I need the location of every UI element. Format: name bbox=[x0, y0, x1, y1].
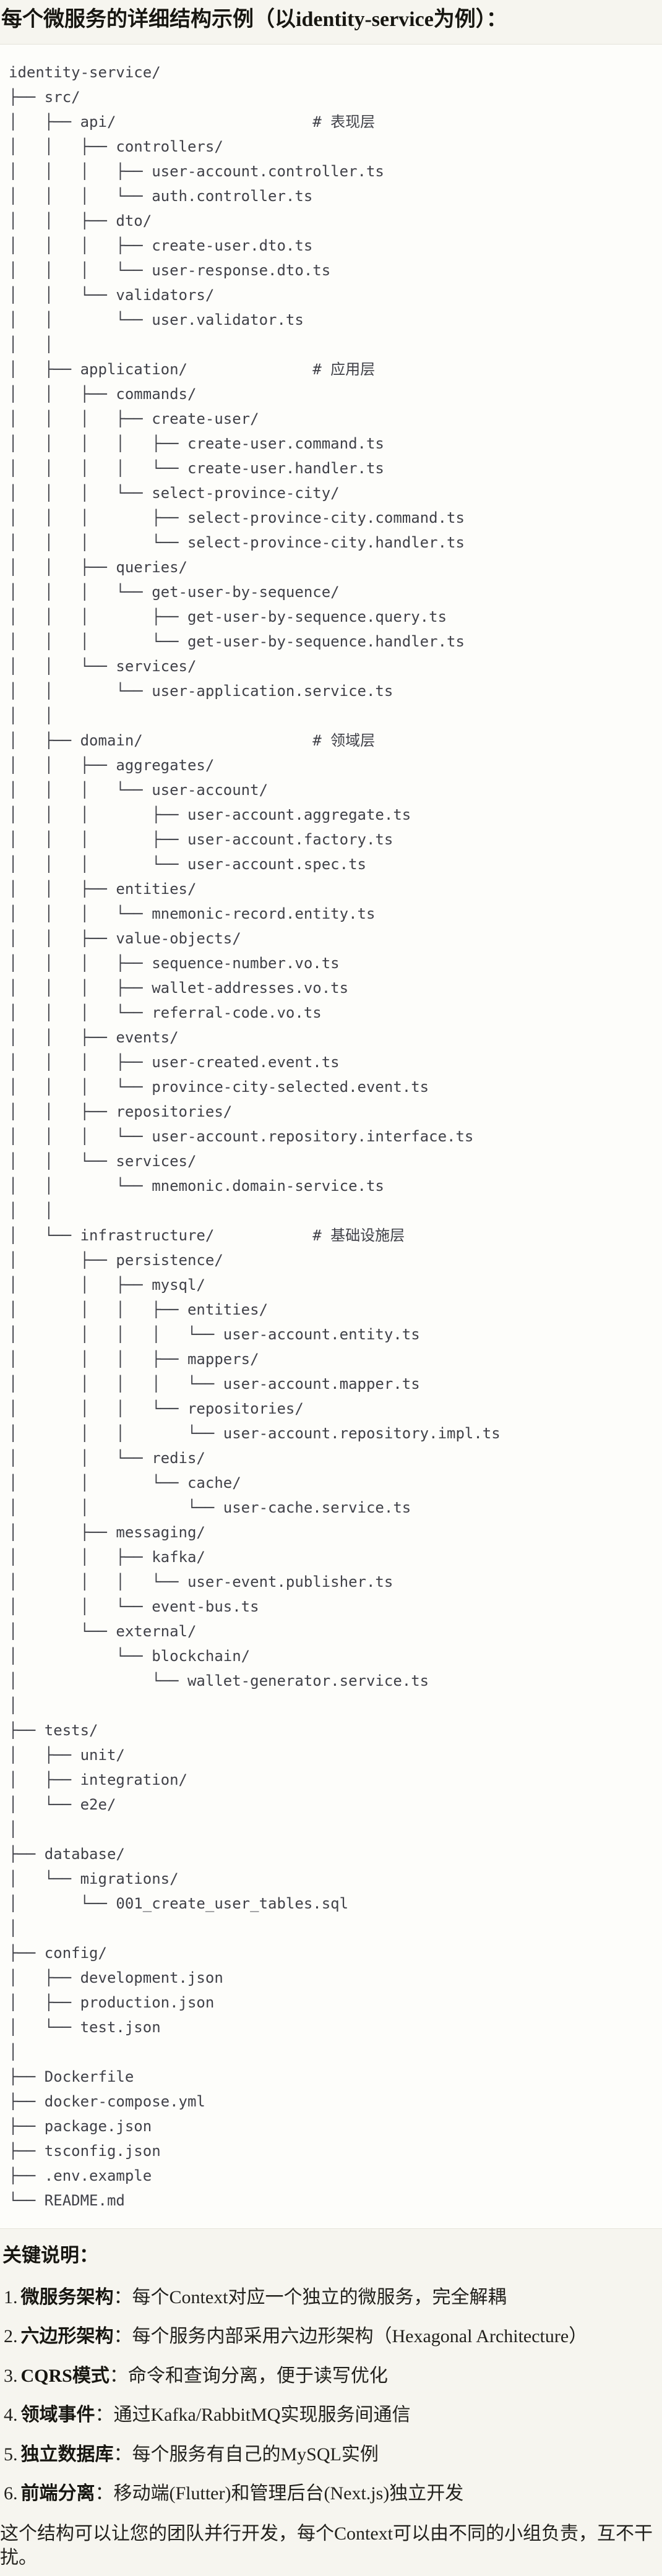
list-item: 4.领域事件：通过Kafka/RabbitMQ实现服务间通信 bbox=[4, 2403, 657, 2427]
list-item-number: 6. bbox=[4, 2483, 18, 2504]
list-item: 3.CQRS模式：命令和查询分离，便于读写优化 bbox=[4, 2364, 657, 2388]
list-item-description: ：每个服务有自己的MySQL实例 bbox=[113, 2444, 379, 2465]
list-item-description: ：通过Kafka/RabbitMQ实现服务间通信 bbox=[95, 2405, 411, 2426]
list-item-description: ：每个服务内部采用六边形架构（Hexagonal Architecture） bbox=[113, 2326, 588, 2347]
page-title: 每个微服务的详细结构示例（以identity-service为例）： bbox=[1, 8, 507, 31]
closing-paragraph: 这个结构可以让您的团队并行开发，每个Context可以由不同的小组负责，互不干扰… bbox=[0, 2523, 653, 2568]
file-tree: identity-service/ ├── src/ │ ├── api/ # … bbox=[9, 63, 501, 2209]
list-item-term: 六边形架构 bbox=[20, 2326, 114, 2347]
list-item-term: 领域事件 bbox=[20, 2405, 95, 2426]
list-item: 6.前端分离：移动端(Flutter)和管理后台(Next.js)独立开发 bbox=[4, 2482, 657, 2505]
list-item-term: 独立数据库 bbox=[20, 2444, 114, 2465]
list-item: 2.六边形架构：每个服务内部采用六边形架构（Hexagonal Architec… bbox=[4, 2325, 657, 2348]
list-item-number: 5. bbox=[4, 2444, 18, 2465]
list-item-number: 3. bbox=[4, 2365, 18, 2386]
notes-section: 关键说明： 1.微服务架构：每个Context对应一个独立的微服务，完全解耦 2… bbox=[0, 2229, 662, 2505]
list-item-description: ：移动端(Flutter)和管理后台(Next.js)独立开发 bbox=[95, 2483, 464, 2504]
code-block: identity-service/ ├── src/ │ ├── api/ # … bbox=[0, 43, 662, 2229]
list-item-description: ：每个Context对应一个独立的微服务，完全解耦 bbox=[113, 2286, 507, 2308]
list-item-number: 1. bbox=[4, 2286, 18, 2308]
page: { "title": "每个微服务的详细结构示例（以identity-servi… bbox=[0, 6, 662, 2570]
list-item: 1.微服务架构：每个Context对应一个独立的微服务，完全解耦 bbox=[4, 2286, 657, 2309]
list-item-description: ：命令和查询分离，便于读写优化 bbox=[109, 2365, 388, 2386]
list-item-term: 微服务架构 bbox=[20, 2286, 114, 2308]
list-item-term: CQRS模式 bbox=[20, 2365, 110, 2386]
notes-heading: 关键说明： bbox=[2, 2244, 98, 2266]
list-item-number: 2. bbox=[4, 2326, 18, 2347]
list-item-number: 4. bbox=[4, 2405, 18, 2426]
list-item-term: 前端分离 bbox=[20, 2483, 95, 2504]
list-item: 5.独立数据库：每个服务有自己的MySQL实例 bbox=[4, 2443, 657, 2467]
